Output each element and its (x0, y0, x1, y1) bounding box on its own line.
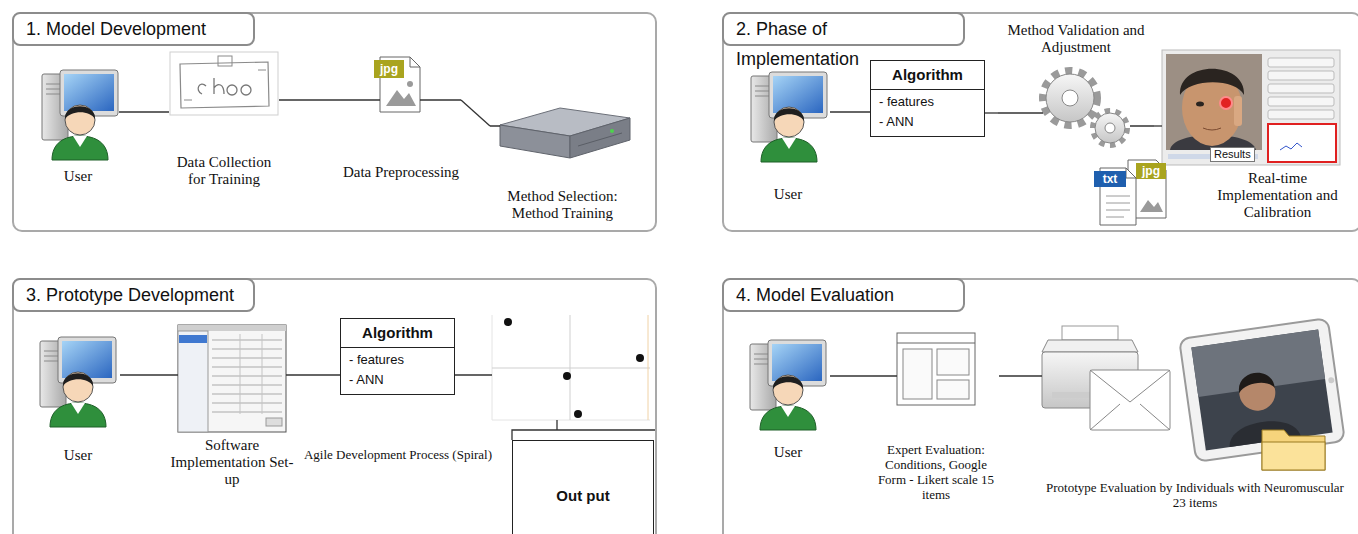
icon-label: Expert Evaluation: Conditions, Google Fo… (873, 442, 999, 502)
stage-panel: 2. Phase of ImplementationUserAlgorithm-… (722, 12, 1358, 232)
stage-panel: 1. Model DevelopmentUser Data Collection … (12, 12, 657, 232)
icon-node: User (36, 332, 120, 464)
icon-label: Real-time Implementation and Calibration (1203, 170, 1352, 221)
sketch-image (170, 52, 278, 115)
jpg-file-icon (374, 57, 420, 112)
file-type-tag: txt (1094, 171, 1126, 187)
file-type-text: jpg (374, 60, 404, 78)
icon-node: Software Implementation Set-up (170, 323, 294, 488)
connector-line (830, 111, 870, 112)
icon-node: Method Validation and Adjustment (998, 22, 1154, 152)
list-item: - features (341, 348, 454, 368)
file-icons (1094, 160, 1166, 225)
icon-label: User (36, 447, 120, 464)
file-node: Real-time Implementation and Calibration (1095, 168, 1352, 221)
panel-heading: 3. Prototype Development (12, 278, 255, 312)
icon-label: Data Collection for Training (169, 154, 279, 188)
user-computer-icon (750, 340, 826, 430)
caption-label: Agile Development Process (Spiral) (298, 447, 498, 463)
user-computer-icon (751, 72, 827, 162)
icon-node: Data Preprocessing (341, 52, 461, 181)
stage-panel: 4. Model EvaluationUser Expert Evaluation… (722, 278, 1358, 534)
file-type-text: txt (1094, 171, 1126, 187)
scatter-plot (492, 315, 650, 420)
server-icon (500, 108, 630, 158)
connector-line (279, 99, 341, 100)
algorithm-box: Algorithm- features- ANN (870, 60, 985, 137)
connector-line (830, 375, 873, 376)
connector-line (119, 111, 169, 112)
icon-label: Prototype Evaluation by Individuals with… (1040, 480, 1350, 510)
icon-node: Data Collection for Training (169, 50, 279, 188)
icon-node: Method Selection: Method Training (490, 100, 635, 222)
output-label: Out put (513, 487, 653, 505)
gear-icon (1044, 72, 1126, 144)
panel-heading: 2. Phase of Implementation (722, 12, 965, 46)
application-screenshot (1162, 50, 1340, 165)
software-window-icon (178, 325, 286, 432)
form-icon (897, 333, 975, 405)
icon-label: Software Implementation Set-up (170, 437, 294, 488)
connector-line (1154, 125, 1162, 126)
box-heading: Algorithm (341, 319, 454, 348)
list-item: - ANN (871, 110, 984, 130)
connector-line (461, 100, 490, 126)
icon-node: User (746, 68, 830, 203)
file-type-text: jpg (1136, 163, 1166, 179)
icon-label: User (37, 168, 119, 185)
connector-stub (341, 100, 500, 126)
file-type-tag: jpg (374, 60, 404, 78)
user-computer-icon (40, 337, 116, 427)
caption-text: Agile Development Process (Spiral) (298, 447, 498, 463)
icon-label: User (746, 186, 830, 203)
algorithm-box: Algorithm- features- ANN (340, 318, 455, 395)
connector-stub (873, 375, 1042, 376)
icon-node: User (746, 336, 830, 461)
envelope-icon (1090, 370, 1170, 430)
icon-node: Expert Evaluation: Conditions, Google Fo… (873, 330, 999, 502)
overlay-label: Results (1210, 147, 1255, 162)
connector-line (120, 374, 170, 375)
output-box: Out put (512, 440, 654, 534)
connector-line (294, 374, 340, 375)
connector-line (985, 112, 998, 113)
list-item: - ANN (341, 368, 454, 388)
connector-line (999, 375, 1040, 376)
icon-label: Method Validation and Adjustment (998, 22, 1154, 56)
icon-label: Method Selection: Method Training (490, 188, 635, 222)
folder-icon (1262, 430, 1325, 470)
user-computer-icon (42, 70, 118, 160)
file-type-tag: jpg (1136, 163, 1166, 179)
icon-label: Data Preprocessing (341, 164, 461, 181)
icon-node: Prototype Evaluation by Individuals with… (1040, 318, 1350, 510)
panel-heading: 1. Model Development (12, 12, 255, 46)
box-heading: Algorithm (871, 61, 984, 90)
icon-node: User (37, 66, 119, 185)
stage-panel: 3. Prototype DevelopmentUser Software Imp… (12, 278, 657, 534)
bracket-line (512, 420, 655, 440)
panel-heading: 4. Model Evaluation (722, 278, 965, 312)
list-item: - features (871, 90, 984, 110)
connector-stub (998, 113, 1154, 126)
screenshot-node: Results (1162, 50, 1340, 165)
icon-label: User (746, 444, 830, 461)
